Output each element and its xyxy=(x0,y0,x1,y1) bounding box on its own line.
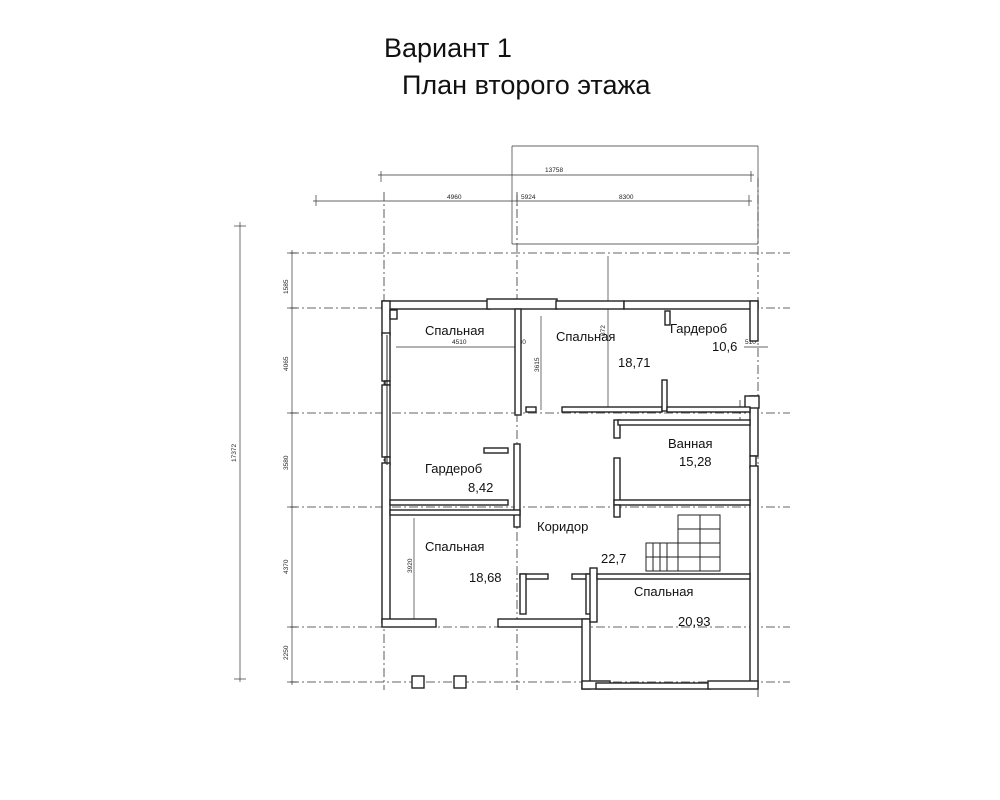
dim-inner-372: 372 xyxy=(600,325,607,336)
room-wardrobe-ne-name: Гардероб xyxy=(670,321,727,336)
room-bedroom-se-area: 20,93 xyxy=(678,614,711,629)
dim-left-5: 2250 xyxy=(283,645,290,660)
room-bedroom-se-name: Спальная xyxy=(634,584,693,599)
dim-inner-4510: 4510 xyxy=(452,339,467,346)
room-bedroom-n-area: 18,71 xyxy=(618,355,651,370)
dim-top-1: 4960 xyxy=(447,194,462,201)
dim-left-3: 3580 xyxy=(283,455,290,470)
room-bedroom-nw-name: Спальная xyxy=(425,323,484,338)
dim-left-4: 4370 xyxy=(283,559,290,574)
room-wardrobe-ne-area: 10,6 xyxy=(712,339,737,354)
room-wardrobe-w-area: 8,42 xyxy=(468,480,493,495)
dim-overall-left: 17372 xyxy=(231,444,238,462)
staircase xyxy=(645,514,721,572)
room-wardrobe-w-name: Гардероб xyxy=(425,461,482,476)
dim-overall-top: 13758 xyxy=(545,167,563,174)
room-corridor-area: 22,7 xyxy=(601,551,626,566)
left-dimension-chain: 17372 1585 4065 3580 4370 2250 xyxy=(231,222,297,685)
interior-dimensions: 4510 380 3615 372 510 3920 xyxy=(396,256,768,620)
dim-inner-3615: 3615 xyxy=(534,357,541,372)
room-bathroom-name: Ванная xyxy=(668,436,713,451)
top-dimension-chain: 13758 4960 5924 8300 xyxy=(313,167,754,206)
dim-inner-3920: 3920 xyxy=(407,558,414,573)
dim-left-2: 4065 xyxy=(283,356,290,371)
room-bedroom-sw-name: Спальная xyxy=(425,539,484,554)
dim-top-2: 5924 xyxy=(521,194,536,201)
room-bedroom-sw-area: 18,68 xyxy=(469,570,502,585)
floor-plan-title: План второго этажа xyxy=(402,70,651,100)
room-bedroom-n-name: Спальная xyxy=(556,329,615,344)
variant-title: Вариант 1 xyxy=(384,33,512,63)
walls xyxy=(381,298,760,690)
room-labels: Спальная Спальная 18,71 Гардероб 10,6 Ва… xyxy=(425,321,737,629)
dim-left-1: 1585 xyxy=(283,279,290,294)
dim-inner-510: 510 xyxy=(745,339,756,346)
room-corridor-name: Коридор xyxy=(537,519,588,534)
dimension-frame xyxy=(511,145,759,245)
dim-top-3: 8300 xyxy=(619,194,634,201)
room-bathroom-area: 15,28 xyxy=(679,454,712,469)
